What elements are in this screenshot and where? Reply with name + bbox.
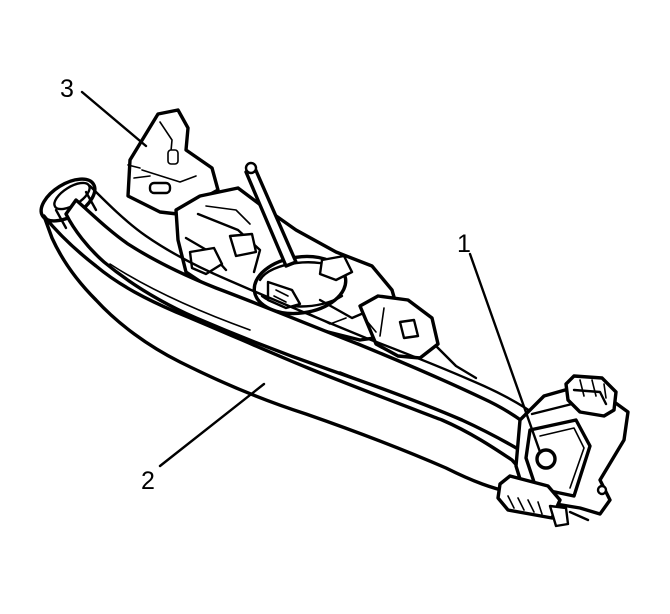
callout-2: 2	[141, 467, 155, 495]
crossmember	[39, 177, 542, 496]
leader-line-1	[468, 252, 542, 454]
leader-line-2	[158, 382, 266, 468]
callout-1: 1	[457, 230, 471, 258]
callout-3: 3	[60, 75, 74, 103]
leader-line-3	[80, 90, 148, 148]
transmission-mount-bracket	[126, 108, 478, 380]
mounting-bolt	[535, 448, 557, 470]
right-end-mount	[496, 374, 630, 528]
